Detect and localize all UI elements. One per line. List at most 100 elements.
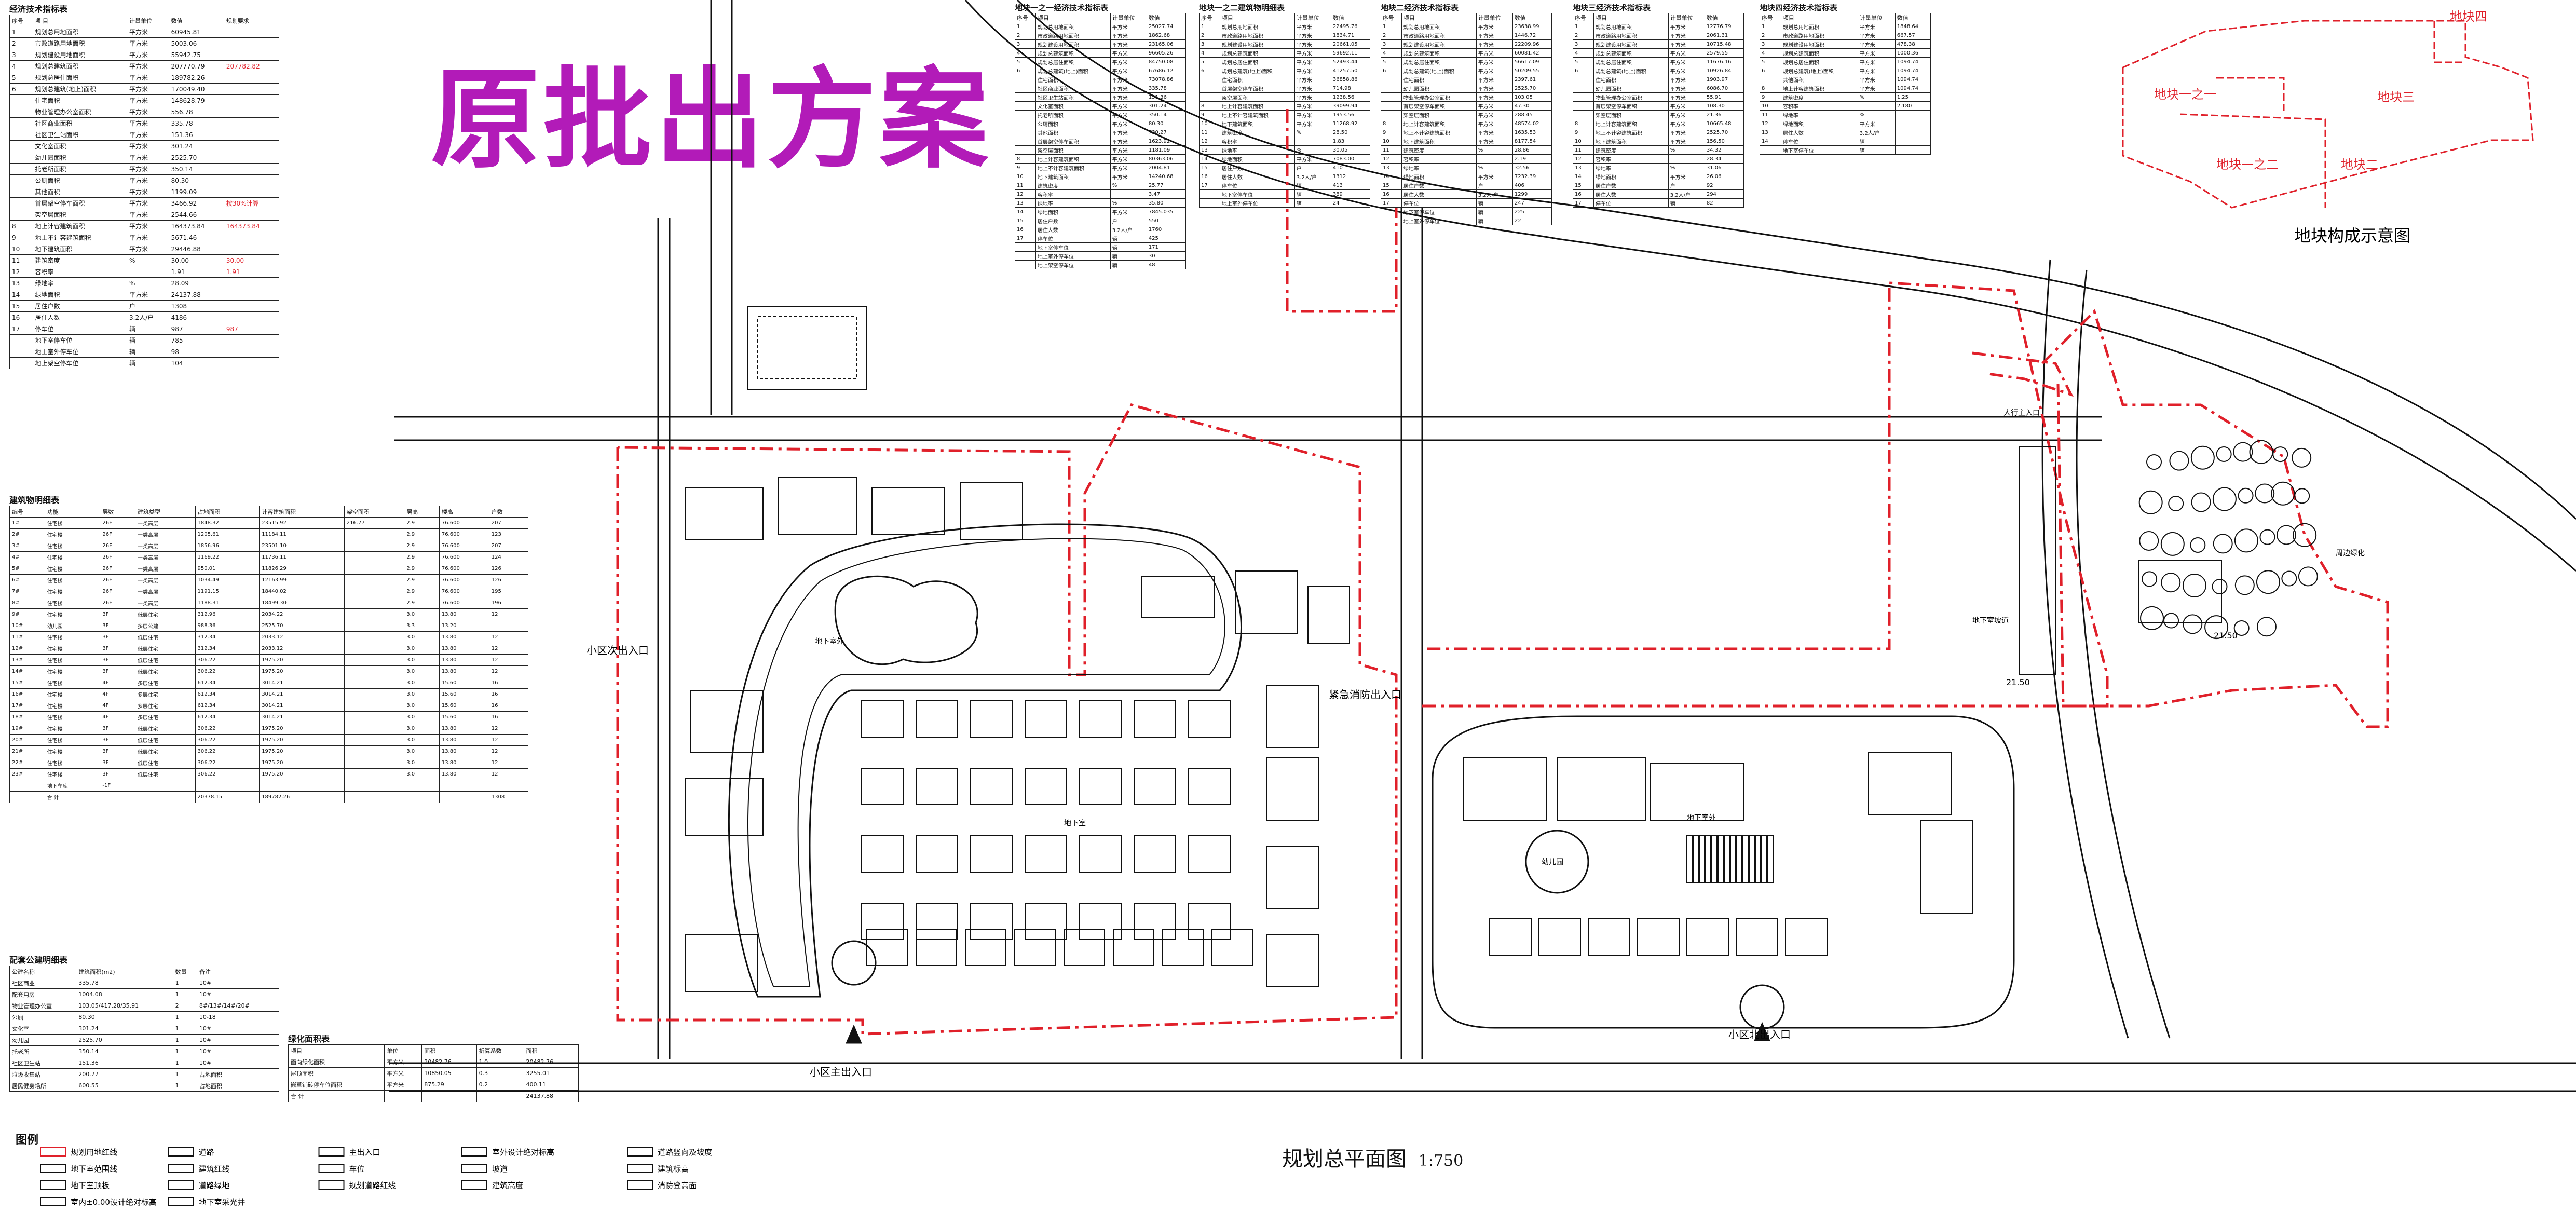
table-cell: 10# [196,1034,280,1046]
table-cell: 350.14 [76,1045,173,1057]
utility-block [1266,757,1319,821]
parking-stall [1749,835,1755,883]
table-cell: 306.22 [195,768,260,780]
table-cell: 67686.12 [1146,66,1187,75]
table-cell: 12 [488,745,529,757]
table-cell: 辆 [1857,145,1896,155]
townhouse-block [916,903,958,940]
townhouse-block [1188,768,1231,805]
legend-symbol [627,1180,653,1190]
landscape-tree [2146,454,2162,470]
table-cell: 配套用房 [9,988,77,1000]
table-cell: 占地面积 [196,1080,280,1092]
keymap-divider [2433,21,2465,63]
table-cell: 207782.82 [223,60,280,72]
label-landscape: 周边绿化 [2336,549,2365,558]
landscape-tree [2160,532,2185,556]
landscape-tree [2298,566,2318,587]
site-loop-road [728,523,1242,998]
townhouse-block [916,700,958,738]
legend-symbol [40,1197,66,1206]
label-garage-mid: 地下室 [1064,819,1086,827]
table-cell: 平方米 [127,117,169,129]
table-cell: 24137.88 [168,289,224,301]
table-header-cell: 建筑类型 [134,506,196,518]
table-cell: 1.91 [223,266,280,278]
landscape-tree [2281,570,2297,587]
plan-scale: 1:750 [1418,1152,1464,1170]
label-elev-1: 21.50 [2006,677,2030,687]
label-garage-ramp: 地下室坡道 [1972,616,2009,625]
building-table-title: 建筑物明细表 [9,495,60,505]
table-cell: 24 [1330,198,1371,208]
landscape-tree [2139,531,2159,551]
table-cell: 164373.84 [223,220,280,232]
table-row: 地下室停车位辆 [1760,145,1931,155]
table-cell: 23515.92 [259,517,345,529]
table-cell: 屋顶面积 [288,1067,385,1079]
plot2-block [1920,820,1973,914]
road-curve [1016,0,2576,520]
table-cell: 0.3 [476,1067,524,1079]
townhouse-block [1079,835,1122,873]
landscape-tree [2234,575,2255,595]
table-cell: 556.78 [168,106,224,118]
table-cell: 平方米 [384,1067,422,1079]
table-cell: 24137.88 [523,1090,579,1102]
townhouse-block [970,700,1013,738]
legend-label: 建筑高度 [492,1181,523,1190]
table-header-cell: 数值 [1704,13,1744,22]
table-header-row: 编号功能层数建筑类型占地面积计容建筑面积架空面积层高楼高户数 [9,506,529,518]
townhouse-block [1025,700,1067,738]
site-loop-road [747,538,1225,987]
table-cell: 平方米 [127,94,169,106]
label-pedestrian-entry: 人行主入口 [2003,409,2040,417]
key-map [2122,20,2534,209]
utility-block [1266,846,1319,909]
table-cell: 600.55 [76,1080,173,1092]
townhouse-block [970,903,1013,940]
table-cell: 停车位 [32,323,128,335]
townhouse-block [1188,700,1231,738]
parking-stall [1767,835,1774,883]
high-rise-block [685,487,764,540]
building-blocks [685,306,1973,992]
plot-table-title: 地块一之二建筑物明细表 [1199,3,1285,12]
landscape-tree [2271,481,2295,506]
townhouse-block [1079,903,1122,940]
table-cell: 400.11 [523,1079,579,1091]
table-header-cell: 架空面积 [344,506,405,518]
plot-table-title: 地块四经济技术指标表 [1760,3,1838,12]
landscape-tree [2169,451,2189,471]
roundabout [1739,984,1785,1030]
townhouse-block [965,929,1006,966]
legend-symbol [461,1147,487,1157]
table-cell: 辆 [1668,198,1705,208]
landscape-tree [2259,529,2275,545]
high-rise-block [871,487,945,535]
parking-stall [1686,835,1693,883]
